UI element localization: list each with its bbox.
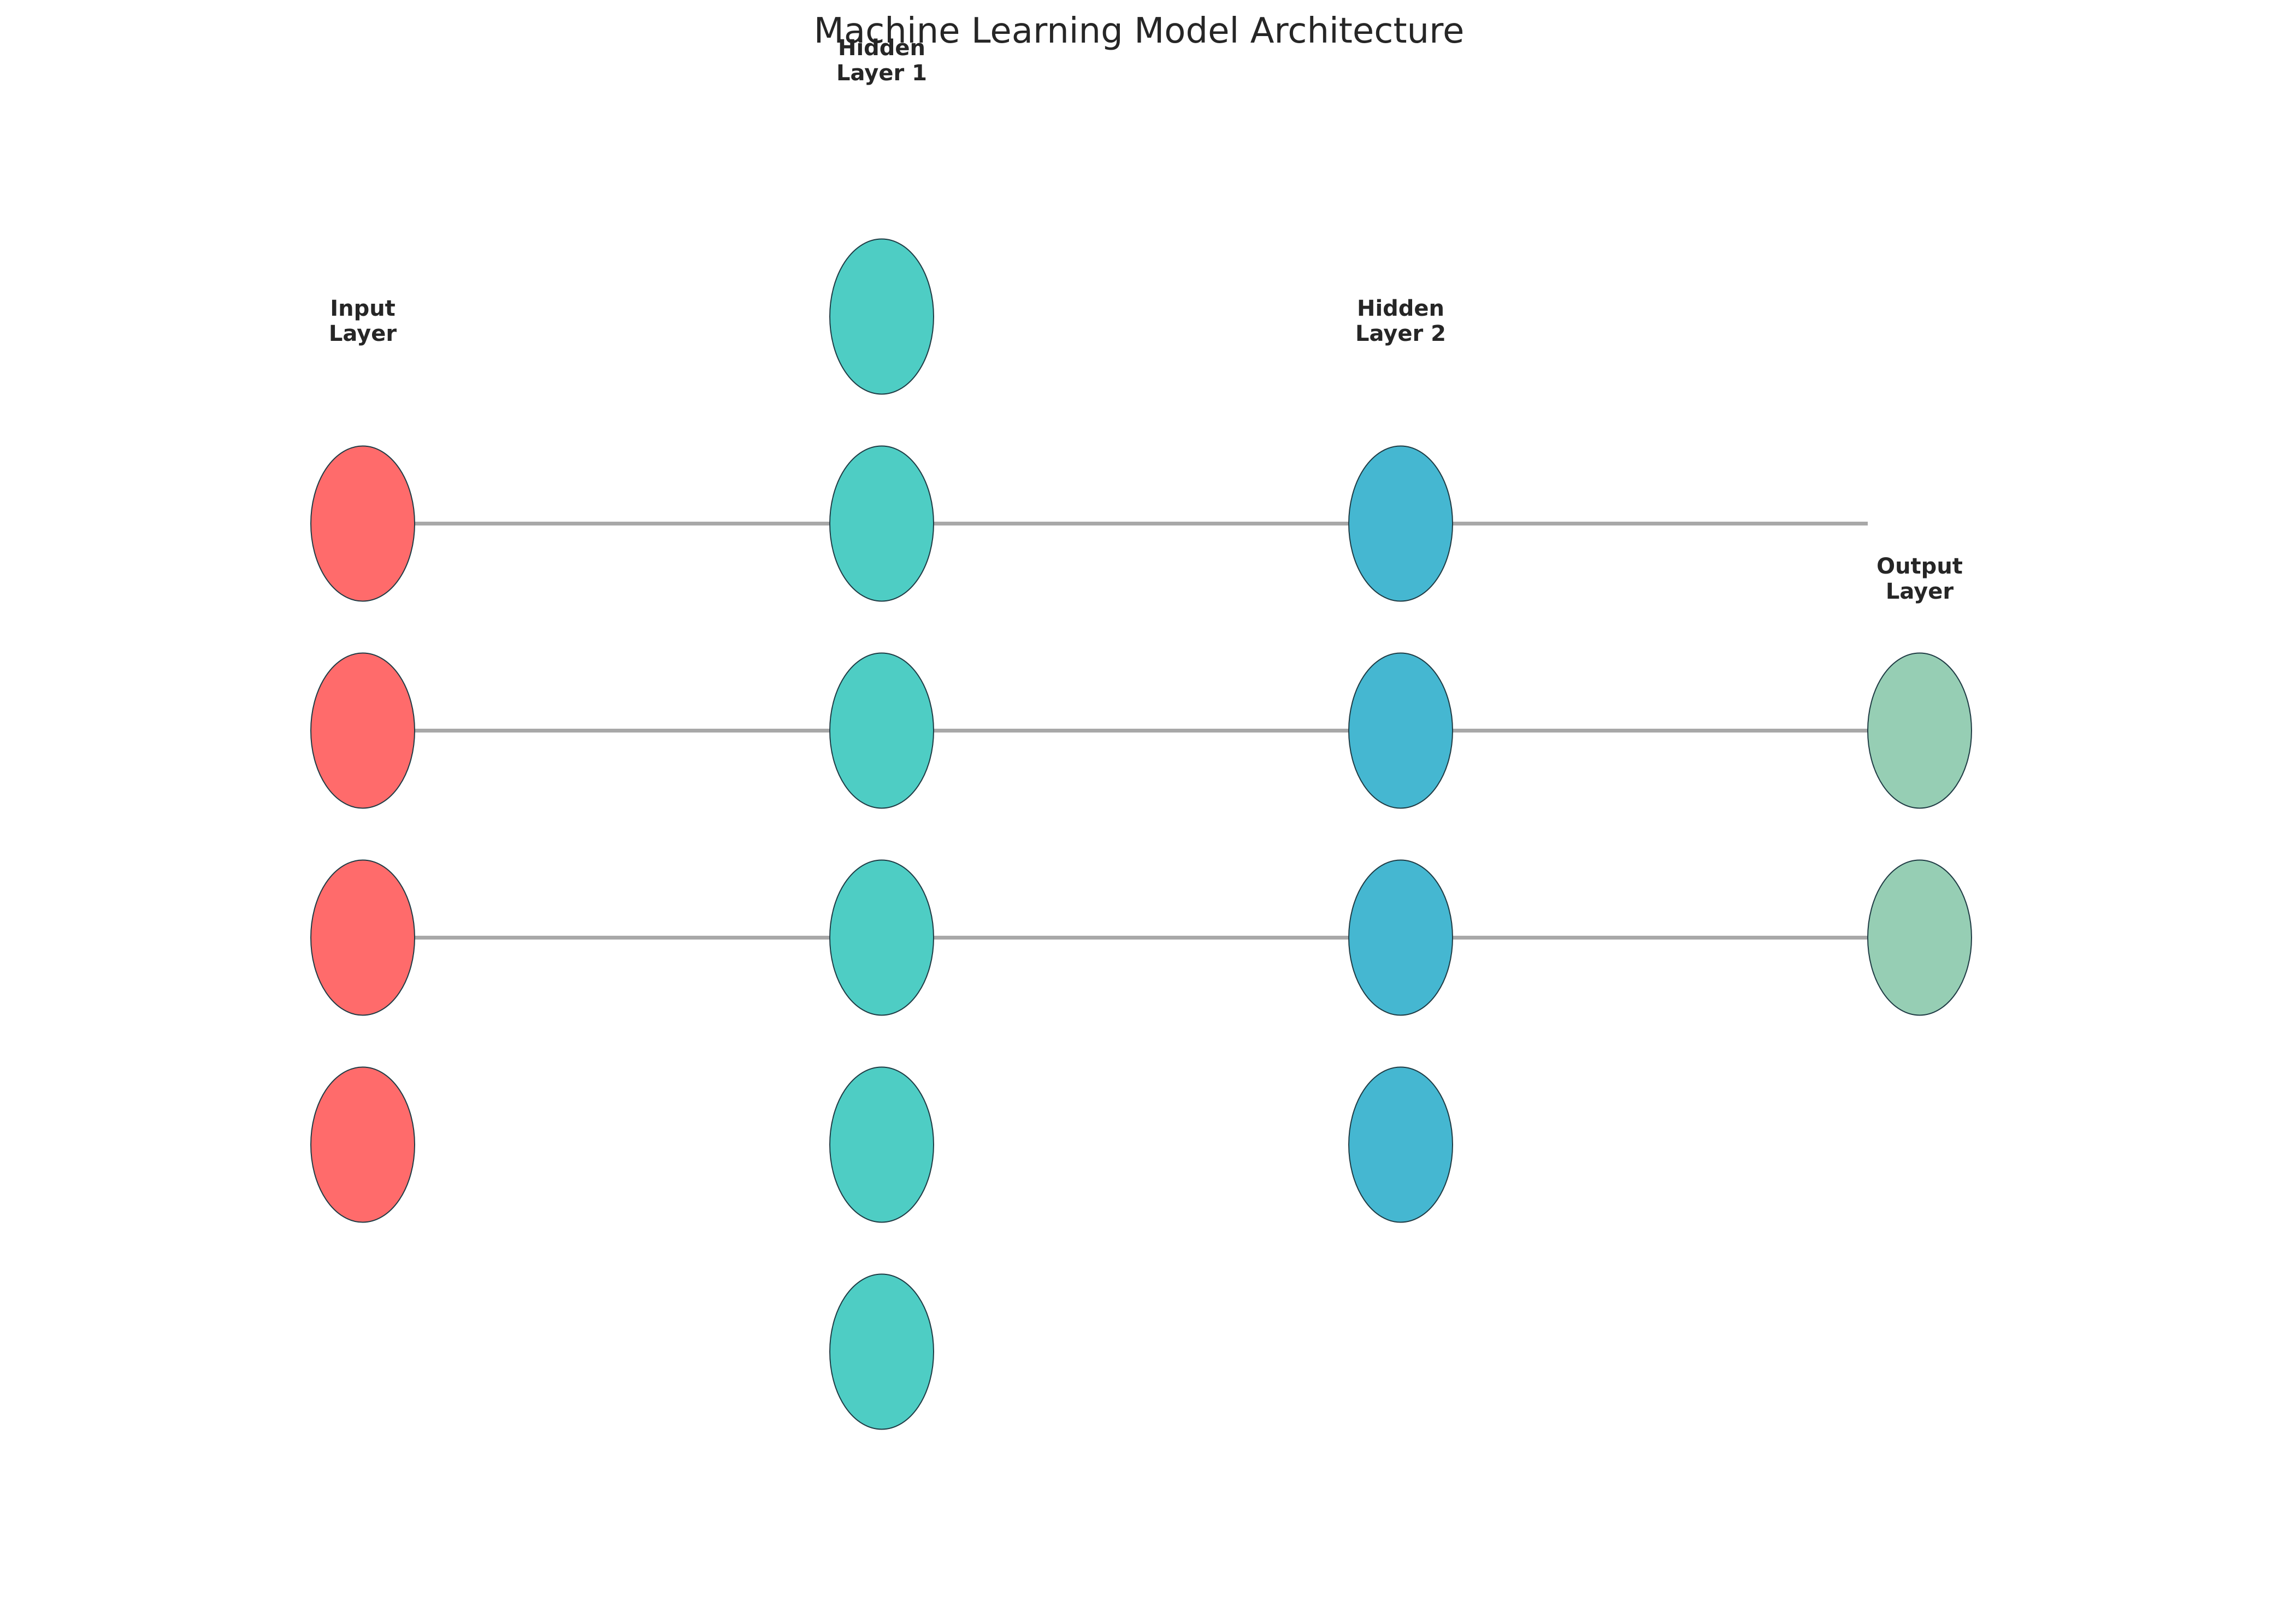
layer-3-label-line-0: Output bbox=[1876, 554, 1963, 579]
layer-3-node-0 bbox=[1867, 652, 1972, 809]
diagram-title: Machine Learning Model Architecture bbox=[814, 11, 1465, 51]
layer-1-node-4 bbox=[829, 1066, 934, 1223]
layer-0-node-1 bbox=[310, 652, 415, 809]
layer-2-node-2 bbox=[1348, 859, 1453, 1016]
layer-1-node-2 bbox=[829, 652, 934, 809]
layer-1-label-line-0: Hidden bbox=[838, 36, 925, 61]
layer-2-node-1 bbox=[1348, 652, 1453, 809]
layer-0-node-2 bbox=[310, 859, 415, 1016]
nodes-group bbox=[310, 238, 1972, 1430]
connections-group bbox=[415, 522, 1868, 940]
layer-2-node-0 bbox=[1348, 445, 1453, 602]
layer-1-label-line-1: Layer 1 bbox=[836, 61, 927, 86]
layer-1-node-0 bbox=[829, 238, 934, 395]
layer-2-label-line-0: Hidden bbox=[1357, 296, 1444, 321]
layer-2-node-3 bbox=[1348, 1066, 1453, 1223]
layer-3-label-line-1: Layer bbox=[1886, 579, 1954, 604]
layer-0-label-line-1: Layer bbox=[329, 321, 397, 346]
layer-1-node-1 bbox=[829, 445, 934, 602]
layer-1-node-5 bbox=[829, 1273, 934, 1430]
layer-0-label-line-0: Input bbox=[330, 296, 396, 321]
layer-3-node-1 bbox=[1867, 859, 1972, 1016]
layer-0-node-0 bbox=[310, 445, 415, 602]
layer-0-node-3 bbox=[310, 1066, 415, 1223]
layer-1-node-3 bbox=[829, 859, 934, 1016]
layer-2-label-line-1: Layer 2 bbox=[1355, 321, 1446, 346]
